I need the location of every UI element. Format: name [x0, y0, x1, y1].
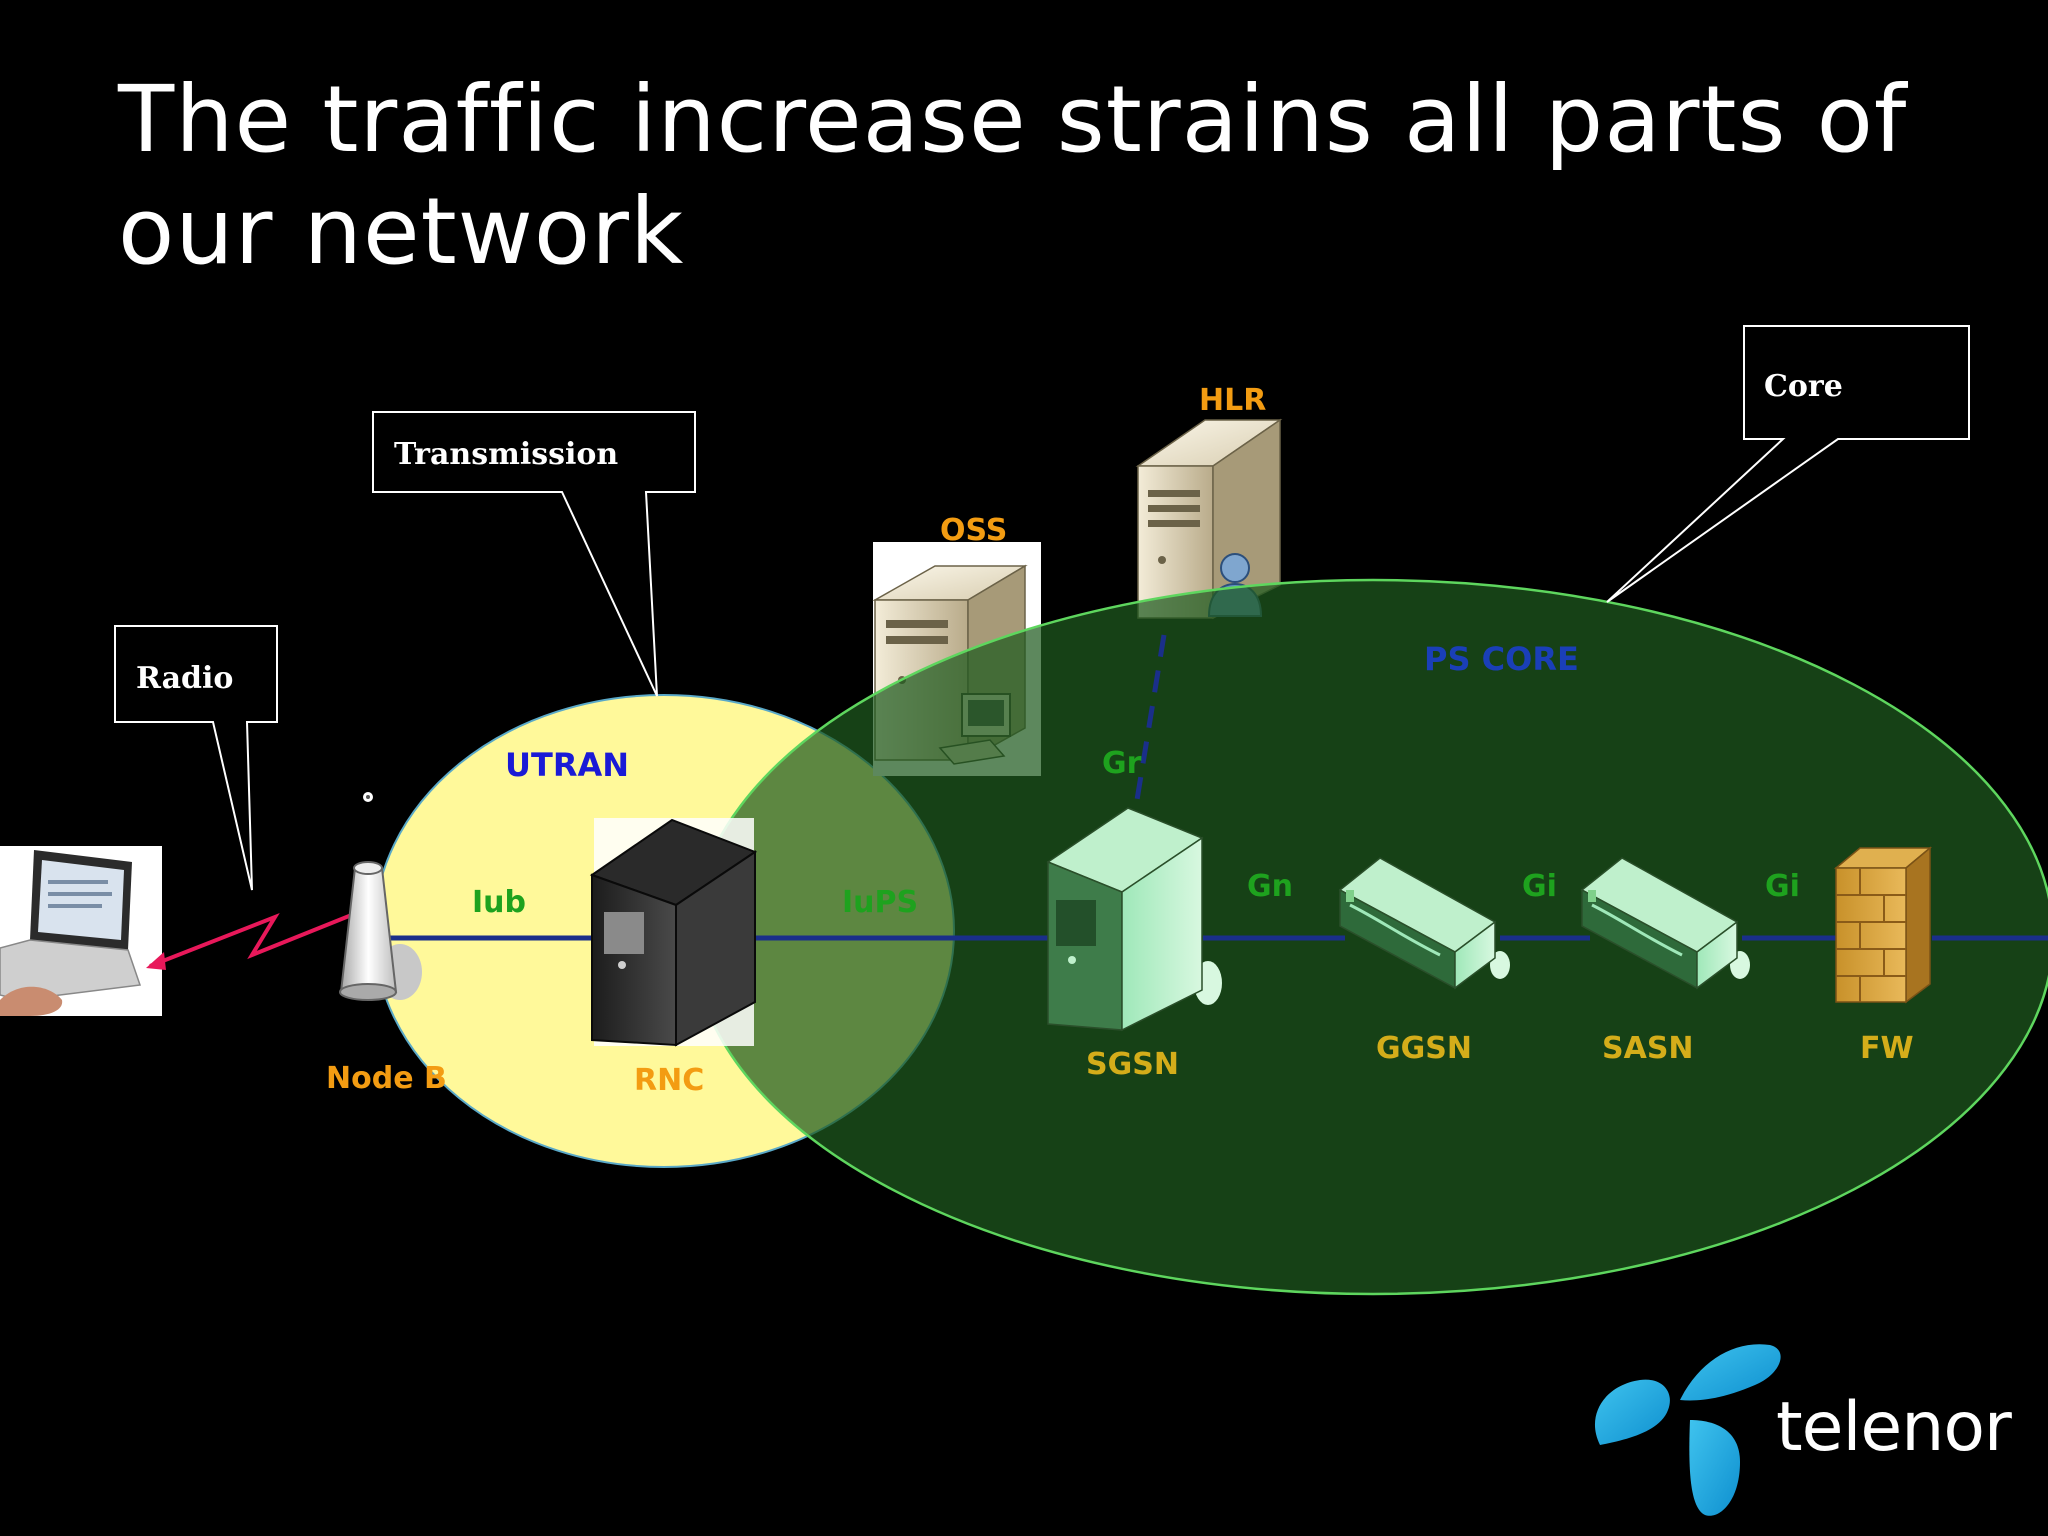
ps-core-label: PS CORE	[1424, 640, 1579, 678]
transmission-callout-label: Transmission	[394, 437, 618, 472]
hlr-label: HLR	[1199, 383, 1266, 418]
sgsn-label: SGSN	[1086, 1047, 1179, 1082]
telenor-logo-icon	[1594, 1344, 1781, 1516]
radio-callout: Radio	[114, 625, 278, 891]
node-b-label: Node B	[326, 1061, 447, 1096]
gi-label-1: Gi	[1522, 869, 1557, 904]
utran-label: UTRAN	[505, 746, 629, 784]
iub-label: Iub	[472, 885, 526, 920]
laptop-icon	[0, 846, 162, 1016]
iups-label: IuPS	[842, 885, 918, 920]
gn-label: Gn	[1247, 869, 1293, 904]
ggsn-label: GGSN	[1376, 1031, 1472, 1066]
sasn-label: SASN	[1602, 1031, 1694, 1066]
oss-label: OSS	[940, 513, 1007, 548]
gr-label: Gr	[1102, 746, 1142, 781]
transmission-callout: Transmission	[372, 411, 696, 697]
core-callout: Core	[1606, 325, 1970, 603]
sgsn-server-icon	[1046, 807, 1222, 1032]
gr-link	[1134, 634, 1167, 801]
rnc-label: RNC	[634, 1063, 704, 1098]
radio-callout-label: Radio	[136, 661, 233, 696]
slide-title: The traffic increase strains all parts o…	[118, 66, 1908, 285]
antenna-icon	[339, 792, 422, 1001]
gi-label-2: Gi	[1765, 869, 1800, 904]
firewall-icon	[1833, 846, 1933, 1004]
radio-arrow-left-icon	[146, 952, 166, 970]
radio-link-icon	[149, 908, 365, 968]
fw-label: FW	[1860, 1031, 1914, 1066]
rnc-server-icon	[589, 818, 758, 1047]
telenor-brand-name: telenor	[1776, 1388, 2012, 1467]
sasn-router-icon	[1580, 857, 1750, 990]
ggsn-router-icon	[1338, 857, 1510, 990]
core-callout-label: Core	[1764, 369, 1843, 404]
